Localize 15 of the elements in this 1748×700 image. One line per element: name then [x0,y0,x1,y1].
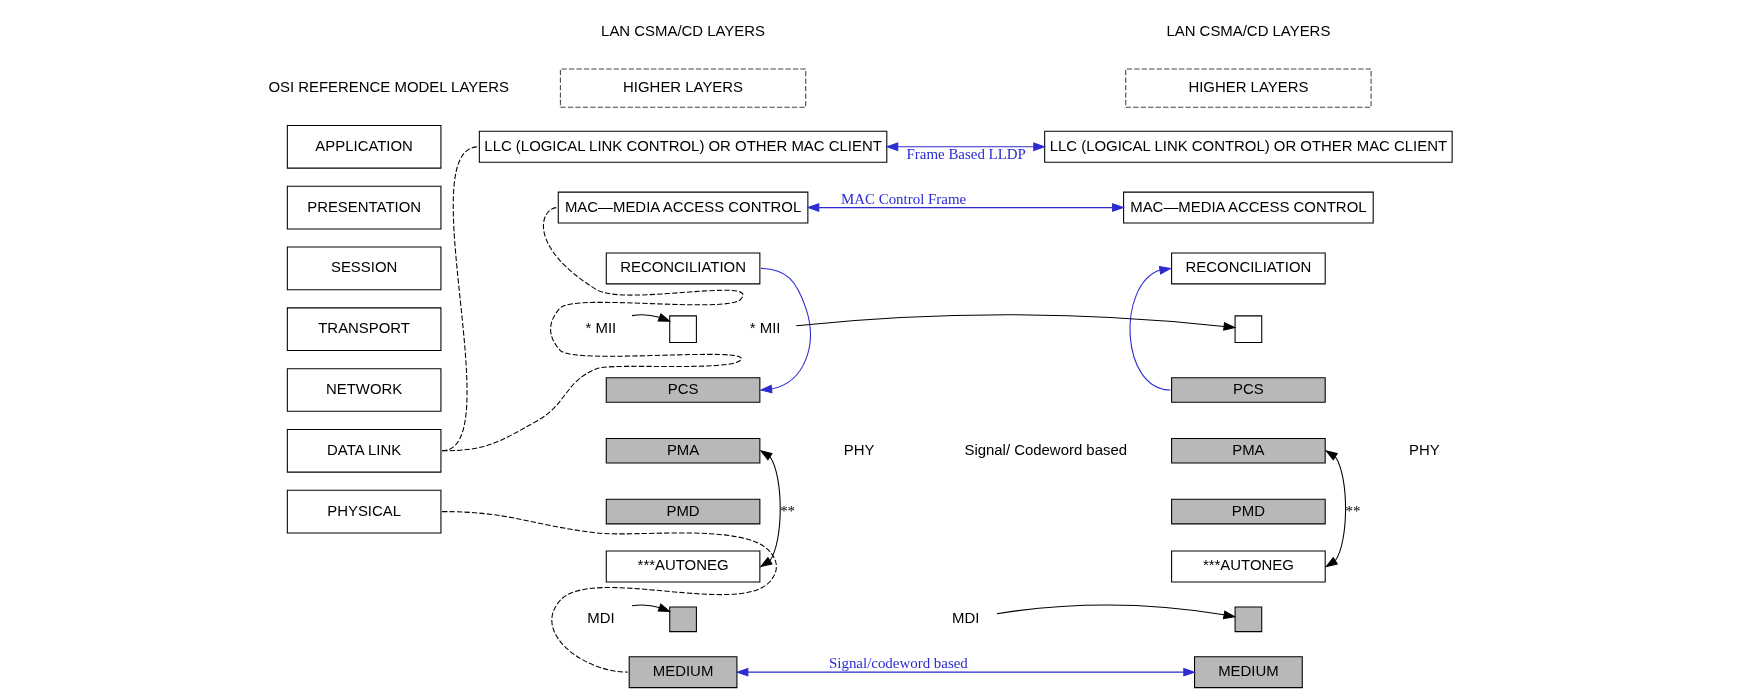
node-text: MDI [952,609,980,627]
node-text: * MII [749,319,781,337]
edge-label: Signal/codeword based [829,655,968,672]
node-text: * MII [585,319,617,337]
edge-label: MAC Control Frame [840,190,967,207]
edge-label: ** [1345,502,1361,519]
node-text: MDI [587,609,615,627]
label: LAN CSMA/CD LAYERS [1166,21,1331,39]
edge-label: Frame Based LLDP [906,145,1026,162]
label: Signal/ Codeword based [964,440,1128,458]
label: PHY [1409,440,1440,458]
label: LAN CSMA/CD LAYERS [601,21,766,39]
label: OSI REFERENCE MODEL LAYERS [268,78,509,96]
label: PHY [843,440,875,458]
edge-label: ** [780,502,796,519]
